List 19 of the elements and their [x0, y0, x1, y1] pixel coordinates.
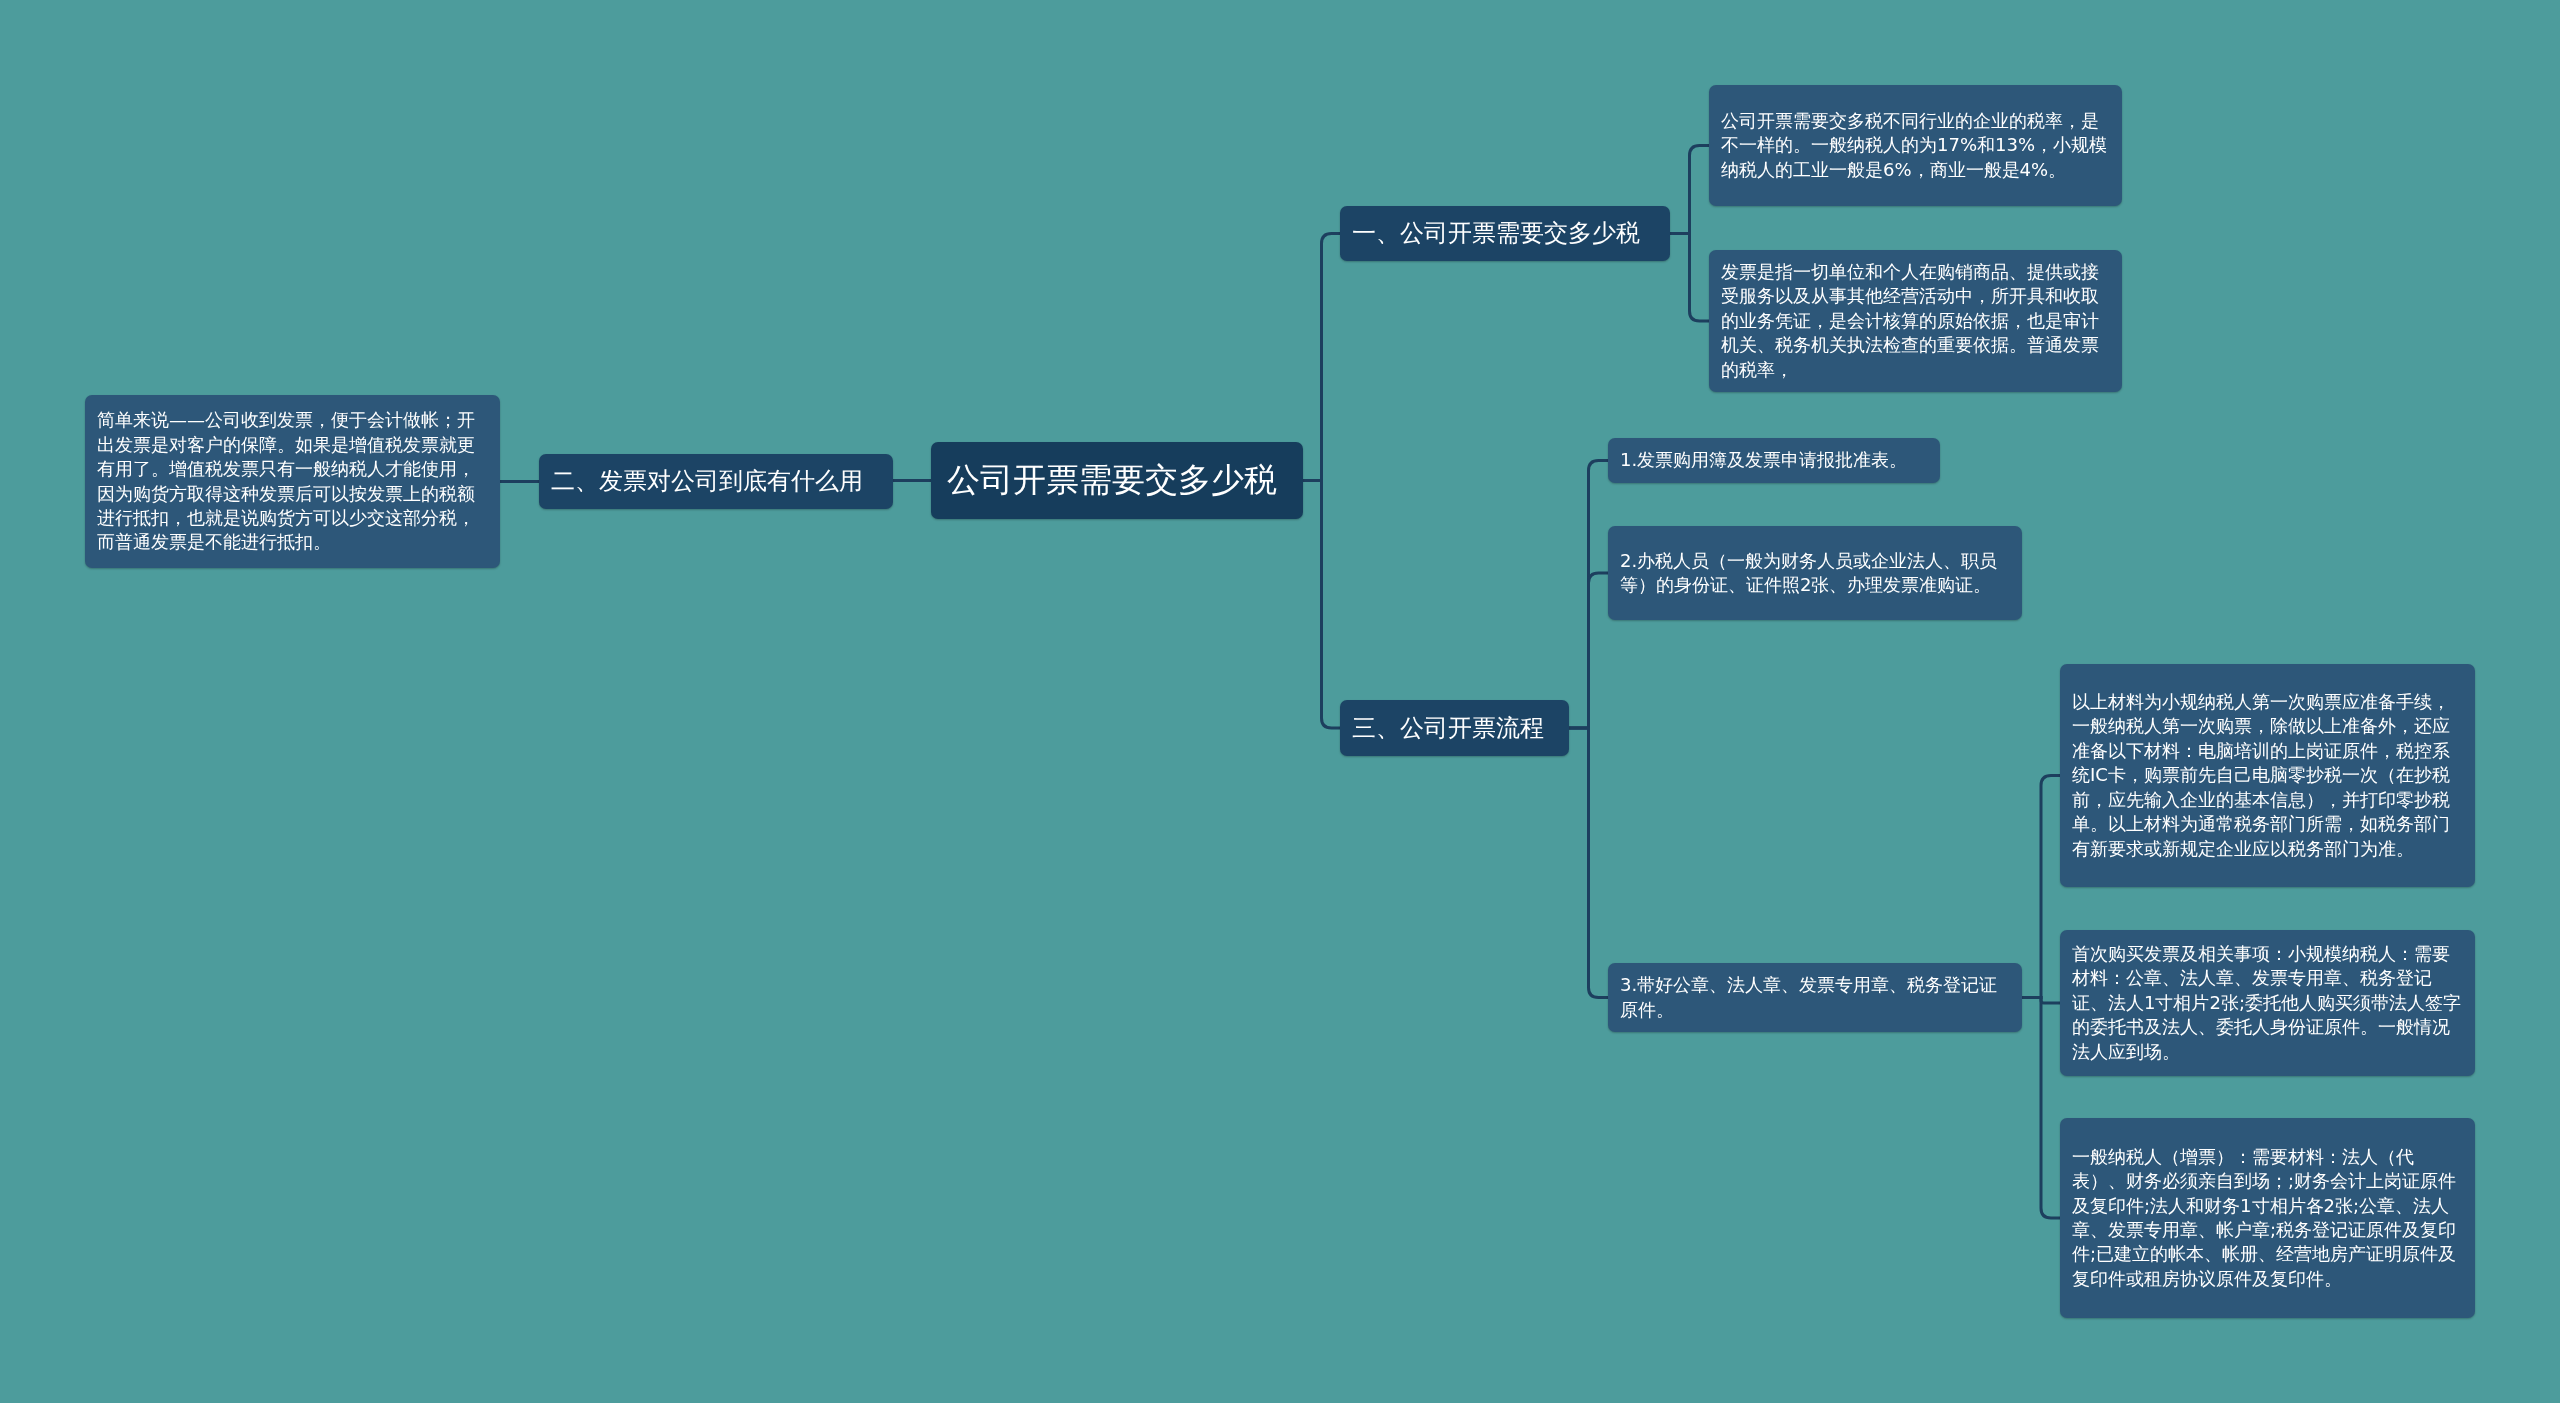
connector-line — [500, 480, 539, 483]
note-box: 3.带好公章、法人章、发票专用章、税务登记证原件。 — [1608, 963, 2022, 1032]
note-box: 1.发票购用簿及发票申请报批准表。 — [1608, 438, 1940, 483]
note-box: 首次购买发票及相关事项：小规模纳税人：需要材料：公章、法人章、发票专用章、税务登记证、法人1寸相片2张;委托他人购买须带法人签字的委托书及法人、委托人身份证原件。一般情况法人应到场。 — [2060, 930, 2475, 1076]
central-topic-box: 公司开票需要交多少税 — [931, 442, 1303, 519]
connector-line — [1569, 726, 1608, 999]
branch-topic-box: 二、发票对公司到底有什么用 — [539, 454, 893, 509]
note-box: 2.办税人员（一般为财务人员或企业法人、职员等）的身份证、证件照2张、办理发票准购证。 — [1608, 526, 2022, 620]
note-box: 公司开票需要交多税不同行业的企业的税率，是不一样的。一般纳税人的为17%和13%，小规模纳税人的工业一般是6%，商业一般是4%。 — [1709, 85, 2122, 206]
connector-line — [2022, 996, 2060, 1220]
connector-line — [1303, 479, 1340, 730]
note-box: 一般纳税人（增票）：需要材料：法人（代表）、财务必须亲自到场；;财务会计上岗证原件及复印件;法人和财务1寸相片各2张;公章、法人章、发票专用章、帐户章;税务登记证原件及复印件;已建立的帐本、帐册、经营地房产证明原件及复印件或租房协议原件及复印件。 — [2060, 1118, 2475, 1318]
note-box: 简单来说——公司收到发票，便于会计做帐；开出发票是对客户的保障。如果是增值税发票就更有用了。增值税发票只有一般纳税人才能使用，因为购货方取得这种发票后可以按发票上的税额进行抵扣，也就是说购货方可以少交这部分税，而普通发票是不能进行抵扣。 — [85, 395, 500, 568]
connector-line — [893, 479, 931, 482]
branch-topic-box: 三、公司开票流程 — [1340, 700, 1569, 756]
connector-line — [1670, 232, 1709, 323]
note-box: 发票是指一切单位和个人在购销商品、提供或接受服务以及从事其他经营活动中，所开具和收取的业务凭证，是会计核算的原始依据，也是审计机关、税务机关执法检查的重要依据。普通发票的税率， — [1709, 250, 2122, 393]
branch-topic-box: 一、公司开票需要交多少税 — [1340, 206, 1670, 261]
note-box: 以上材料为小规纳税人第一次购票应准备手续，一般纳税人第一次购票，除做以上准备外，还应准备以下材料：电脑培训的上岗证原件，税控系统IC卡，购票前先自己电脑零抄税一次（在抄税前，应先输入企业的基本信息），并打印零抄税单。以上材料为通常税务部门所需，如税务部门有新要求或新规定企业应以税务部门为准。 — [2060, 664, 2475, 887]
